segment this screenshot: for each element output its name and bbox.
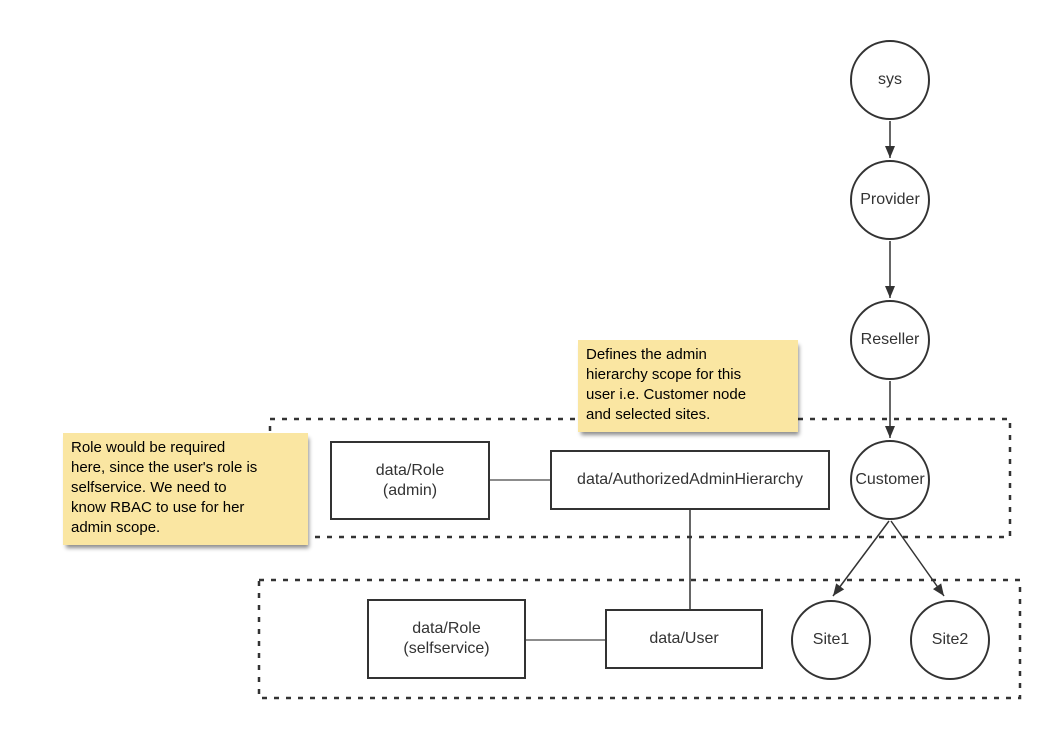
node-site1: Site1: [791, 600, 871, 680]
node-role-admin-label: data/Role (admin): [375, 461, 445, 499]
node-site2: Site2: [910, 600, 990, 680]
arrow-customer-site1: [832, 520, 890, 597]
node-provider: Provider: [850, 160, 930, 240]
node-customer-label: Customer: [855, 471, 925, 488]
node-site2-label: Site2: [931, 631, 969, 648]
node-provider-label: Provider: [860, 191, 920, 208]
note-admin-hierarchy: Defines the admin hierarchy scope for th…: [578, 340, 798, 432]
node-authorized-admin-hierarchy: data/AuthorizedAdminHierarchy: [550, 450, 830, 510]
node-customer: Customer: [850, 440, 930, 520]
node-site1-label: Site1: [812, 631, 850, 648]
user-boundary: [257, 578, 1022, 700]
node-user: data/User: [605, 609, 763, 669]
node-reseller-label: Reseller: [860, 331, 920, 348]
node-sys: sys: [850, 40, 930, 120]
node-role-admin: data/Role (admin): [330, 441, 490, 520]
note-role-required: Role would be required here, since the u…: [63, 433, 308, 545]
node-role-selfservice: data/Role (selfservice): [367, 599, 526, 679]
node-role-selfservice-label: data/Role (selfservice): [403, 620, 490, 657]
node-reseller: Reseller: [850, 300, 930, 380]
arrow-customer-site2: [890, 520, 945, 597]
node-authorized-admin-hierarchy-label: data/AuthorizedAdminHierarchy: [577, 471, 803, 488]
node-sys-label: sys: [878, 71, 902, 88]
node-user-label: data/User: [649, 630, 719, 647]
